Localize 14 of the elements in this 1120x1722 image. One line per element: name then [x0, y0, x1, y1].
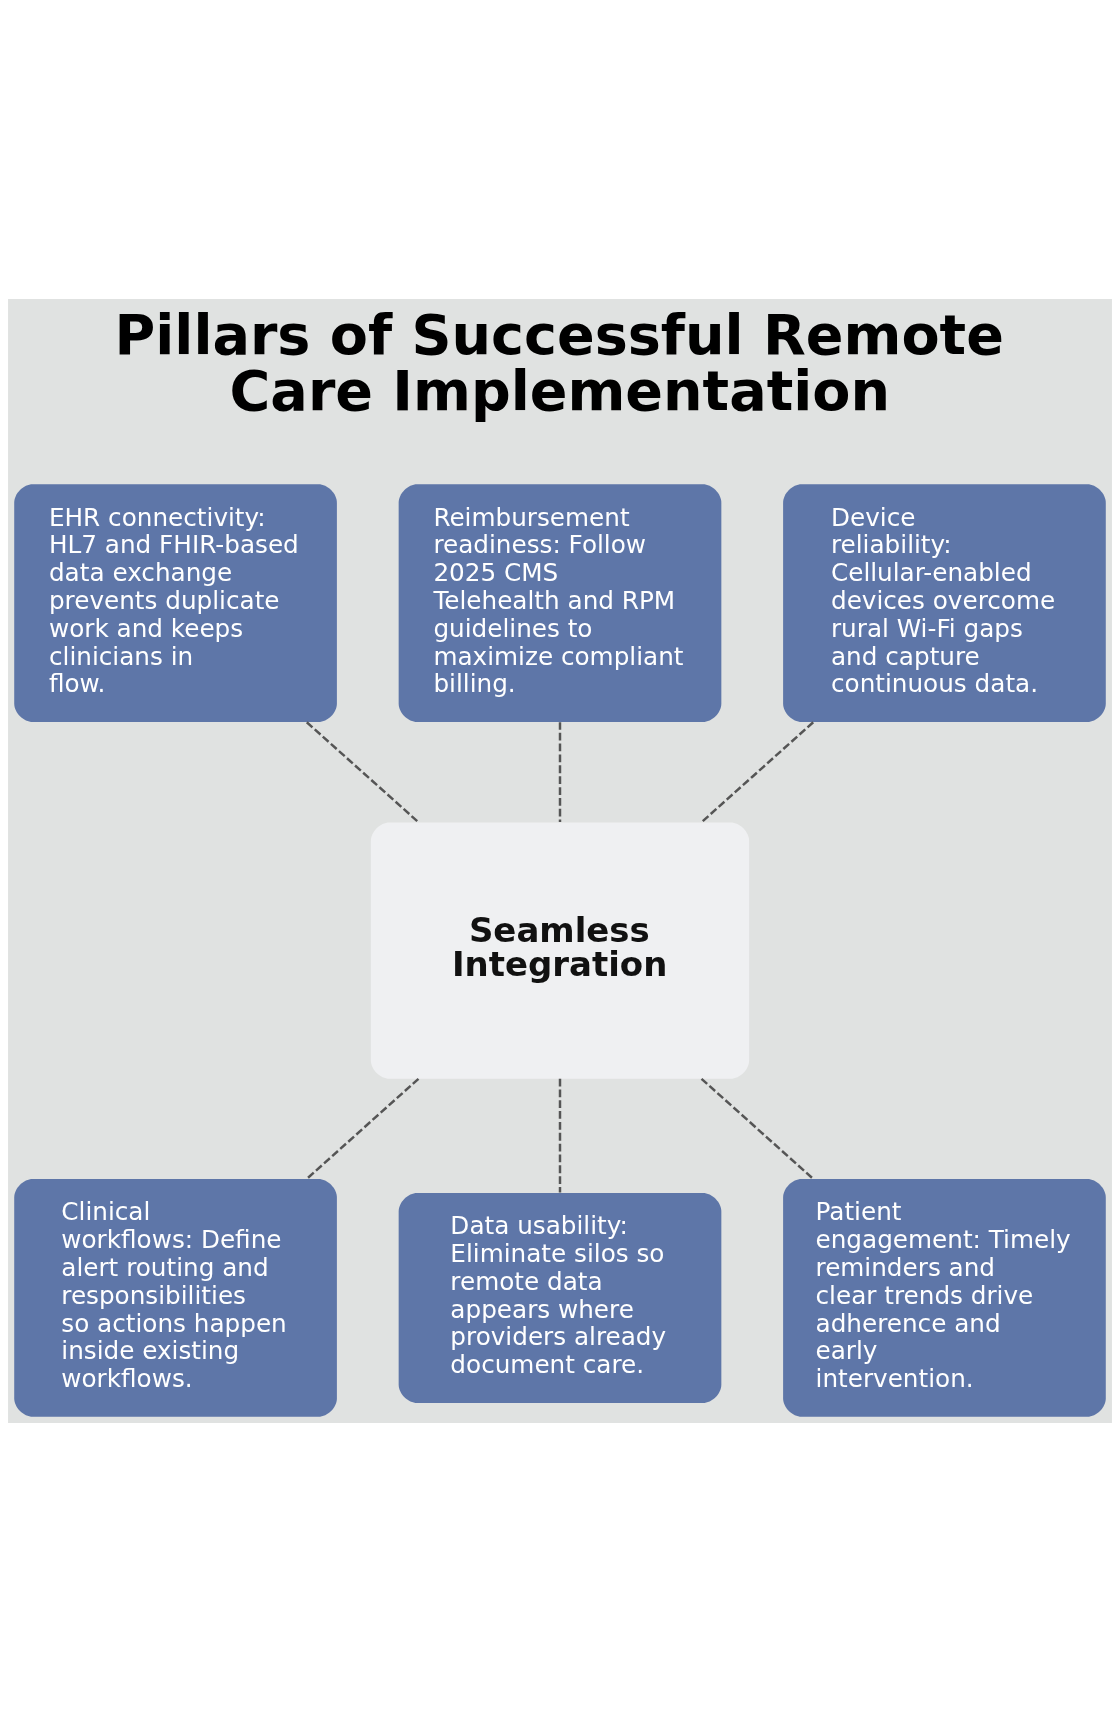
node-box: Data usability: Eliminate silos so remote data appears where providers already document care.: [398, 1192, 722, 1403]
node-box: Device reliability: Cellular-enabled devices overcome rural Wi-Fi gaps and capture continuous data.: [783, 484, 1106, 723]
diagram-title: Pillars of Successful Remote Care Implementation: [114, 302, 1004, 423]
connector: [700, 1077, 814, 1180]
node-box: EHR connectivity: HL7 and FHIR-based data exchange prevents duplicate work and keeps clinicians in flow.: [14, 484, 337, 723]
node-box: Patient engagement: Timely reminders and clear trends drive adherence and early intervention.: [783, 1179, 1106, 1417]
connector: [701, 721, 815, 823]
connector: [558, 1078, 562, 1193]
connector: [306, 1077, 420, 1180]
connector: [558, 722, 562, 822]
node-box: Seamless Integration: [370, 822, 750, 1079]
node-box: Reimbursement readiness: Follow 2025 CMS Telehealth and RPM guidelines to maximize compliant billing.: [398, 484, 722, 723]
connector: [305, 721, 419, 823]
node-box: Clinical workflows: Define alert routing and responsibilities so actions happen inside existing workflows.: [14, 1179, 337, 1417]
